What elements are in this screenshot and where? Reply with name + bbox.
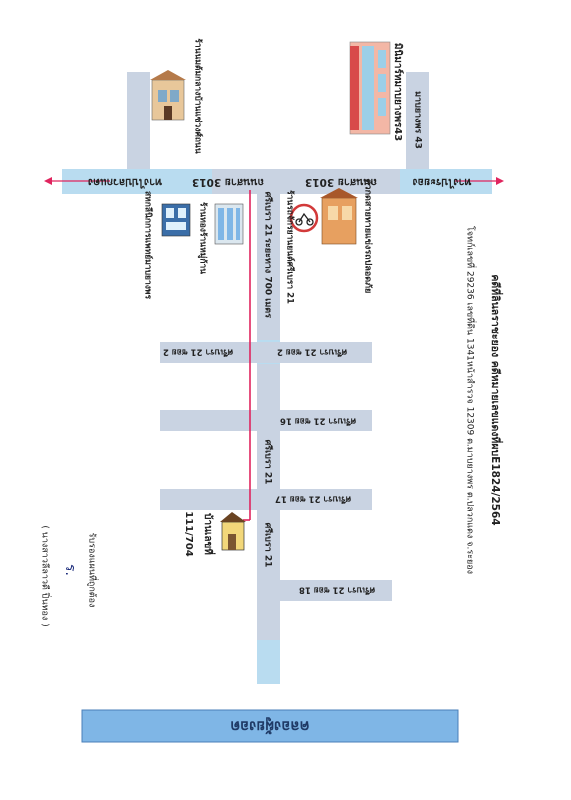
cross-road-soi-18 bbox=[280, 580, 392, 601]
main-vertical-road-highlight bbox=[257, 640, 280, 684]
motor-shop-building bbox=[320, 188, 358, 245]
label-cross-soi-2-right: ศรีเบรา 21 ซอย 2 bbox=[277, 347, 347, 358]
label-cross-soi-17: ศรีเบรา 21 ซอย 17 bbox=[275, 494, 351, 505]
header-title: คดีที่ลินลราชะยอง คดีหมายเลขแดงที่ผบE182… bbox=[489, 274, 504, 525]
supermarket-building bbox=[349, 41, 391, 135]
label-route-distance: ระยะทาง 700 เมตร bbox=[263, 238, 273, 318]
label-to-rayong: ทางไประยอง bbox=[413, 176, 472, 189]
arrow-right-head bbox=[496, 177, 504, 185]
shop-left-building bbox=[214, 203, 244, 245]
label-house-number: 111/704 bbox=[183, 511, 194, 556]
footer-signer: ( นางสาวลีลาวดี ปิ่นทอง ) bbox=[40, 525, 53, 626]
label-soi-21-top: ศรีเบรา 21 bbox=[263, 192, 274, 237]
cross-road-soi-16 bbox=[160, 410, 372, 431]
cross-road-soi-17 bbox=[160, 489, 372, 510]
label-motor-shop-sub: ร้านรถจักรยานยนต์ศรีเบรา 21 bbox=[285, 190, 296, 304]
cross-road-soi-2 bbox=[160, 342, 372, 363]
label-cross-soi-18: ศรีเบรา 21 ซอย 18 bbox=[299, 585, 375, 596]
label-soi-21-low: ศรีเบรา 21 bbox=[263, 523, 274, 568]
header-address: โจทก์เลขที่ 29236 เลขที่ดิน 1341หน้าสำรว… bbox=[465, 226, 478, 574]
road-top-left bbox=[127, 72, 150, 169]
shop-top-left-building bbox=[150, 70, 186, 121]
motorcycle-icon bbox=[289, 203, 319, 233]
clinic-building bbox=[161, 203, 191, 237]
label-motor-shop: ตัวกดสายทายแข่งรถปลอดภัย bbox=[363, 179, 374, 294]
label-shop-top-left: ร้านนมต้มกลางบ้านแซ่วงศ์ถนน bbox=[193, 38, 204, 153]
label-soi-21-mid: ศรีเบรา 21 bbox=[263, 440, 274, 485]
canal-label: คลองผู้ยงอด bbox=[230, 717, 309, 736]
footer-signature: ร. bbox=[62, 564, 78, 576]
arrow-left-head bbox=[44, 177, 52, 185]
label-cross-soi-16: ศรีเบรา 21 ซอย 16 bbox=[280, 416, 356, 427]
canal bbox=[81, 709, 459, 743]
label-shop-left: ร้านทองร้านหมู่ก้าน bbox=[198, 202, 209, 274]
label-to-pluak-daeng: ทางไปปลวกแดง bbox=[88, 176, 162, 189]
label-house: บ้านเลขที่ bbox=[202, 513, 216, 555]
label-soi-43: มาบยางพร 43 bbox=[413, 91, 423, 149]
target-house bbox=[220, 512, 246, 551]
label-road-3013-right: ถนนสาย 3013 bbox=[305, 176, 377, 188]
label-supermarket: มินิมาร์ทมาบยางพร43 bbox=[392, 43, 404, 141]
label-clinic: สหกลีนิกการแพทย์มาบยางพร bbox=[143, 191, 154, 300]
label-cross-soi-2-left: ศรีเบรา 21 ซอย 2 bbox=[163, 347, 233, 358]
road-soi-43 bbox=[406, 72, 429, 169]
label-road-3013-left: ถนนสาย 3013 bbox=[192, 176, 264, 188]
footer-certify: รับรองแผนที่ถูกต้อง bbox=[87, 533, 100, 608]
